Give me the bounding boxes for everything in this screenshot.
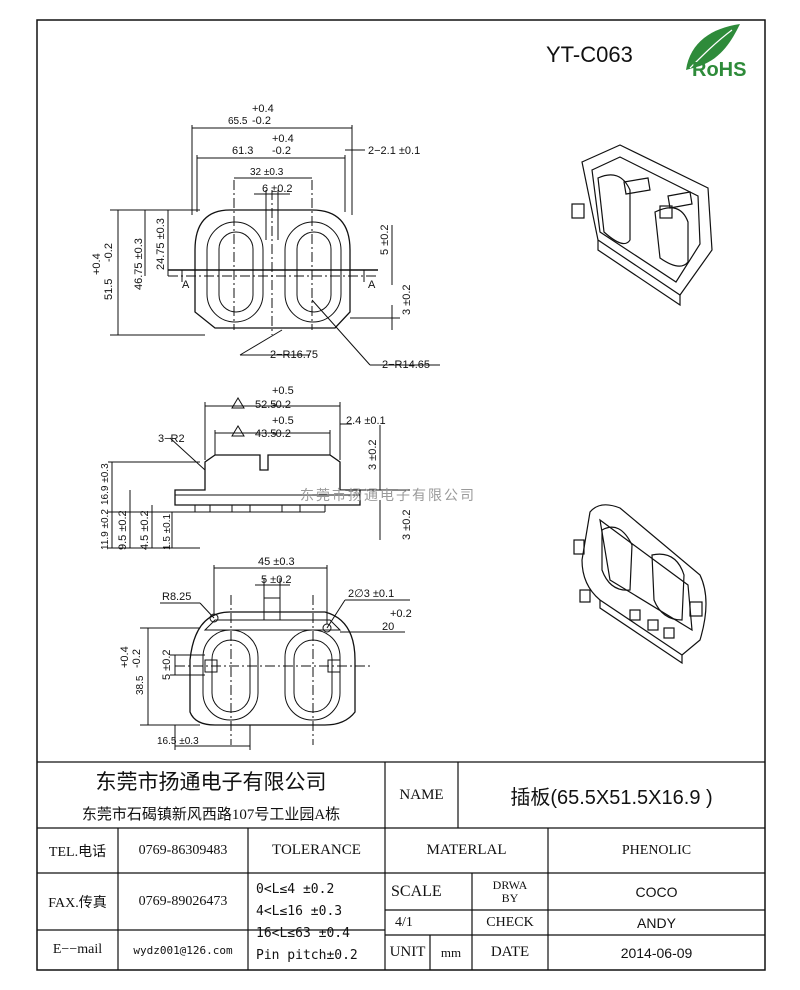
tolerance-label: TOLERANCE xyxy=(272,842,361,858)
dim-center-gap: 6 ±0.2 xyxy=(262,183,293,195)
email-label: E−−mail xyxy=(52,942,103,957)
material-value: PHENOLIC xyxy=(621,842,692,858)
dim-edge-side: 2.4 ±0.1 xyxy=(346,415,386,427)
radius-outer: 2−R16.75 xyxy=(270,349,318,361)
section-mark-right: A xyxy=(368,279,376,291)
date-label: DATE xyxy=(490,944,530,960)
dim-inner-width-side: 43.5 xyxy=(255,428,276,440)
fax-value: 0769-89026473 xyxy=(138,893,228,909)
tol-top-width-plus: +0.5 xyxy=(272,385,294,397)
tol-overall-width-minus: -0.2 xyxy=(252,115,271,127)
check-label: CHECK xyxy=(486,914,534,930)
isometric-view-bottom xyxy=(573,504,707,665)
tol-height-bottom-plus: +0.4 xyxy=(119,646,131,668)
title-block-grid xyxy=(37,761,765,970)
drawn-by-value: COCO xyxy=(635,883,678,900)
dim-right-3a: 3 ±0.2 xyxy=(367,439,379,470)
tol-inner-width-minus: -0.2 xyxy=(272,145,291,157)
dim-height-9: 9.5 ±0.2 xyxy=(117,510,129,550)
dim-top-width: 52.5 xyxy=(255,399,276,411)
part-number: YT-C063 xyxy=(546,42,633,67)
top-view: +0.4 -0.2 65.5 +0.4 -0.2 61.3 32 ±0.3 6 … xyxy=(91,103,440,371)
scale-value: 4/1 xyxy=(395,914,413,930)
dim-tab-bottom: 5 ±0.2 xyxy=(261,574,292,586)
dim-height-4: 4.5 ±0.2 xyxy=(139,510,151,550)
rohs-text: RoHS xyxy=(692,59,746,81)
dim-20: 20 xyxy=(382,621,394,633)
tol-inner-width-plus-side: +0.5 xyxy=(272,415,294,427)
tolerance-row: 0<L≤4 ±0.2 xyxy=(256,881,335,897)
isometric-view-top xyxy=(571,144,713,307)
side-view: +0.5 -0.2 52.5 +0.5 -0.2 43.5 2.4 ±0.1 3… xyxy=(100,385,413,550)
dim-right-5: 5 ±0.2 xyxy=(379,224,391,255)
dim-h-46: 46.75 ±0.3 xyxy=(133,238,145,290)
dim-h-24: 24.75 ±0.3 xyxy=(155,218,167,270)
drawn-by-label: DRWA BY xyxy=(492,877,528,905)
watermark: 东莞市扬通电子有限公司 xyxy=(300,487,476,503)
dim-inner-width: 61.3 xyxy=(232,145,253,157)
date-value: 2014-06-09 xyxy=(620,944,693,961)
section-mark-left: A xyxy=(182,279,190,291)
dim-bottom-width: 16.5 ±0.3 xyxy=(157,736,199,747)
tol-h-total-minus: -0.2 xyxy=(103,243,115,262)
tol-inner-width-plus: +0.4 xyxy=(272,133,294,145)
tol-overall-width-plus: +0.4 xyxy=(252,103,274,115)
tol-20: +0.2 xyxy=(390,608,412,620)
dim-right-3b: 3 ±0.2 xyxy=(401,509,413,540)
radius-side: 3−R2 xyxy=(158,433,185,445)
dim-right-3: 3 ±0.2 xyxy=(401,284,413,315)
tol-h-total-plus: +0.4 xyxy=(91,253,103,275)
dim-width-bottom: 45 ±0.3 xyxy=(258,556,295,568)
tolerance-row: 4<L≤16 ±0.3 xyxy=(256,903,343,919)
material-label: MATERLAL xyxy=(426,842,507,858)
dim-slot-spacing: 32 ±0.3 xyxy=(250,167,284,178)
fax-label: FAX.传真 xyxy=(48,895,107,911)
dim-left-5-bottom: 5 ±0.2 xyxy=(161,649,173,680)
tel-label: TEL.电话 xyxy=(48,844,107,860)
name-value: 插板(65.5X51.5X16.9 ) xyxy=(510,786,713,809)
dim-height-1: 1.5 ±0.1 xyxy=(162,513,173,550)
dim-edge: 2−2.1 ±0.1 xyxy=(368,145,420,157)
hole-diameter: 2∅3 ±0.1 xyxy=(348,588,394,600)
company-name: 东莞市扬通电子有限公司 xyxy=(95,770,327,794)
bottom-view: 45 ±0.3 5 ±0.2 R8.25 2∅3 ±0.1 +0.2 20 38… xyxy=(119,556,412,750)
dim-height-bottom: 38.5 xyxy=(135,675,146,695)
email-value: wydz001@126.com xyxy=(133,943,233,957)
name-label: NAME xyxy=(399,786,444,803)
sheet-border xyxy=(36,19,766,971)
tel-value: 0769-86309483 xyxy=(138,842,228,858)
radius-bottom: R8.25 xyxy=(162,591,191,603)
tol-top-width-minus: -0.2 xyxy=(272,399,291,411)
tol-height-bottom-minus: -0.2 xyxy=(131,649,143,668)
unit-label: UNIT xyxy=(389,944,426,960)
tolerance-row: 16<L≤63 ±0.4 xyxy=(256,925,350,941)
tolerance-row: Pin pitch±0.2 xyxy=(256,947,358,963)
check-value: ANDY xyxy=(637,914,676,931)
tol-inner-width-minus-side: -0.2 xyxy=(272,428,291,440)
scale-label: SCALE xyxy=(391,882,442,900)
company-address: 东莞市石碣镇新风西路107号工业园A栋 xyxy=(81,806,341,823)
rohs-logo: RoHS xyxy=(686,24,746,81)
dim-h-total: 51.5 xyxy=(103,279,115,300)
radius-inner: 2−R14.65 xyxy=(382,359,430,371)
dim-height-11: 11.9 ±0.2 xyxy=(100,509,111,550)
unit-value: mm xyxy=(440,944,462,960)
dim-overall-width: 65.5 xyxy=(228,116,248,127)
dim-height-total: 16.9 ±0.3 xyxy=(100,463,111,505)
